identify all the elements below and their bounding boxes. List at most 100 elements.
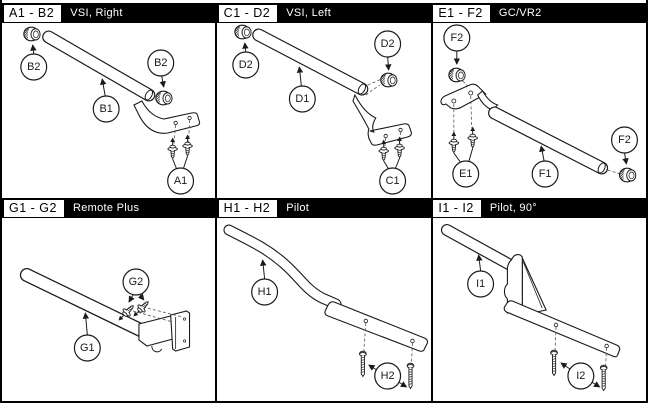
end-bracket [170, 310, 191, 352]
panel-header-vsi-left: C1 - D2 VSI, Left [217, 3, 432, 23]
diagram-pilot: H1 H2 [223, 224, 429, 390]
svg-text:F2: F2 [450, 32, 463, 44]
svg-text:B2: B2 [27, 61, 40, 73]
panel-title: Remote Plus [72, 202, 140, 214]
panel-code: C1 - D2 [218, 4, 278, 22]
callout-d2-knob-right: D2 [374, 30, 402, 71]
svg-text:C1: C1 [386, 175, 400, 187]
panel-drawing-vsi-right: B2 B2 B1 A1 [2, 23, 216, 198]
panel-title: GC/VR2 [498, 7, 542, 19]
panel-header-gc-vr2: E1 - F2 GC/VR2 [431, 3, 646, 23]
row1-header: A1 - B2 VSI, Right C1 - D2 VSI, Left E1 … [2, 3, 646, 23]
svg-text:B1: B1 [100, 103, 113, 115]
centerline [363, 322, 414, 364]
tube [42, 30, 156, 102]
diagram-pilot-90: I1 I2 [440, 224, 620, 391]
screw-icon [167, 137, 178, 159]
panel-code: G1 - G2 [4, 199, 64, 217]
diagram-remote-plus: G2 G1 [19, 268, 191, 362]
centerline [173, 119, 190, 148]
bolt-icon [359, 350, 368, 377]
alignment-guide [462, 80, 471, 90]
svg-text:A1: A1 [174, 175, 187, 187]
row1-drawings: B2 B2 B1 A1 [2, 23, 646, 198]
svg-text:E1: E1 [459, 168, 472, 180]
base-plate [503, 300, 620, 358]
diagram-vsi-right: B2 B2 B1 A1 [20, 26, 201, 195]
mounting-bracket [133, 100, 201, 134]
callout-h1-tube: H1 [251, 259, 279, 306]
centerline [453, 95, 621, 175]
panel-header-pilot: H1 - H2 Pilot [217, 198, 432, 218]
svg-text:G2: G2 [129, 276, 144, 288]
tube [19, 268, 158, 342]
panel-drawing-gc-vr2: F2 E1 F1 F2 [430, 23, 646, 198]
panel-code: I1 - I2 [433, 199, 481, 217]
panel-title: Pilot [286, 202, 310, 214]
callout-h2-bolts: H2 [368, 362, 408, 390]
knob-icon [23, 26, 41, 42]
panel-code: H1 - H2 [218, 199, 278, 217]
tube [223, 224, 342, 310]
callout-f2-knob-top: F2 [442, 24, 470, 65]
callout-a1-screws: A1 [167, 167, 195, 195]
tube [252, 28, 369, 96]
svg-text:G1: G1 [80, 342, 95, 354]
svg-text:B2: B2 [154, 57, 167, 69]
callout-c1-screws: C1 [379, 167, 407, 195]
callout-f1-tube: F1 [531, 145, 559, 188]
knob-icon [155, 90, 173, 106]
panel-drawing-vsi-left: D2 D2 D1 C1 [215, 23, 431, 198]
screw-icon [182, 134, 193, 156]
svg-text:I1: I1 [476, 278, 485, 290]
panel-title: Pilot, 90° [489, 202, 537, 214]
panel-title: VSI, Right [70, 7, 123, 19]
callout-i1-tube: I1 [466, 254, 494, 298]
knob-icon [380, 72, 398, 88]
tube [440, 224, 517, 271]
row2-drawings: G2 G1 [2, 218, 646, 401]
svg-text:D2: D2 [239, 59, 253, 71]
mounting-plate [324, 301, 429, 352]
callout-g2-screws: G2 [122, 268, 150, 303]
panel-drawing-remote-plus: G2 G1 [2, 218, 216, 401]
knob-icon [234, 24, 253, 40]
centerline [554, 326, 607, 366]
panel-drawing-pilot-90: I1 I2 [430, 218, 646, 401]
panel-code: E1 - F2 [433, 4, 490, 22]
callout-f2-cap-right: F2 [610, 126, 638, 165]
svg-text:F1: F1 [538, 168, 551, 180]
panel-drawing-pilot: H1 H2 [215, 218, 431, 401]
panel-header-vsi-right: A1 - B2 VSI, Right [2, 3, 217, 23]
callout-e1-screws: E1 [451, 160, 479, 188]
screw-icon [467, 126, 478, 148]
screw-icon [448, 131, 459, 153]
diagram-gc-vr2: F2 E1 F1 F2 [440, 24, 638, 188]
leader-line [383, 157, 401, 170]
row2-header: G1 - G2 Remote Plus H1 - H2 Pilot I1 - I… [2, 198, 646, 218]
knob-icon [447, 67, 466, 83]
mounting-bracket [352, 93, 413, 146]
panel-header-pilot-90: I1 - I2 Pilot, 90° [431, 198, 646, 218]
callout-b2-knob-right: B2 [147, 49, 175, 88]
svg-text:D2: D2 [381, 38, 395, 50]
leader-line [172, 155, 189, 170]
svg-text:H2: H2 [381, 370, 395, 382]
tube [487, 106, 608, 175]
mounting-bracket [440, 83, 499, 111]
knob-icon [618, 167, 637, 183]
callout-g1-tube: G1 [73, 312, 101, 362]
screw-icon [129, 297, 153, 321]
centerline [132, 306, 183, 323]
bolt-icon [599, 364, 608, 391]
callout-i2-bolts: I2 [559, 362, 601, 390]
svg-text:F2: F2 [618, 134, 631, 146]
callout-d2-knob-left: D2 [232, 42, 260, 79]
diagram-vsi-left: D2 D2 D1 C1 [232, 24, 413, 195]
panel-header-remote-plus: G1 - G2 Remote Plus [2, 198, 217, 218]
callout-b1-tube: B1 [92, 78, 120, 123]
panel-code: A1 - B2 [4, 4, 62, 22]
svg-text:I2: I2 [576, 370, 585, 382]
vertical-bracket [503, 254, 547, 316]
